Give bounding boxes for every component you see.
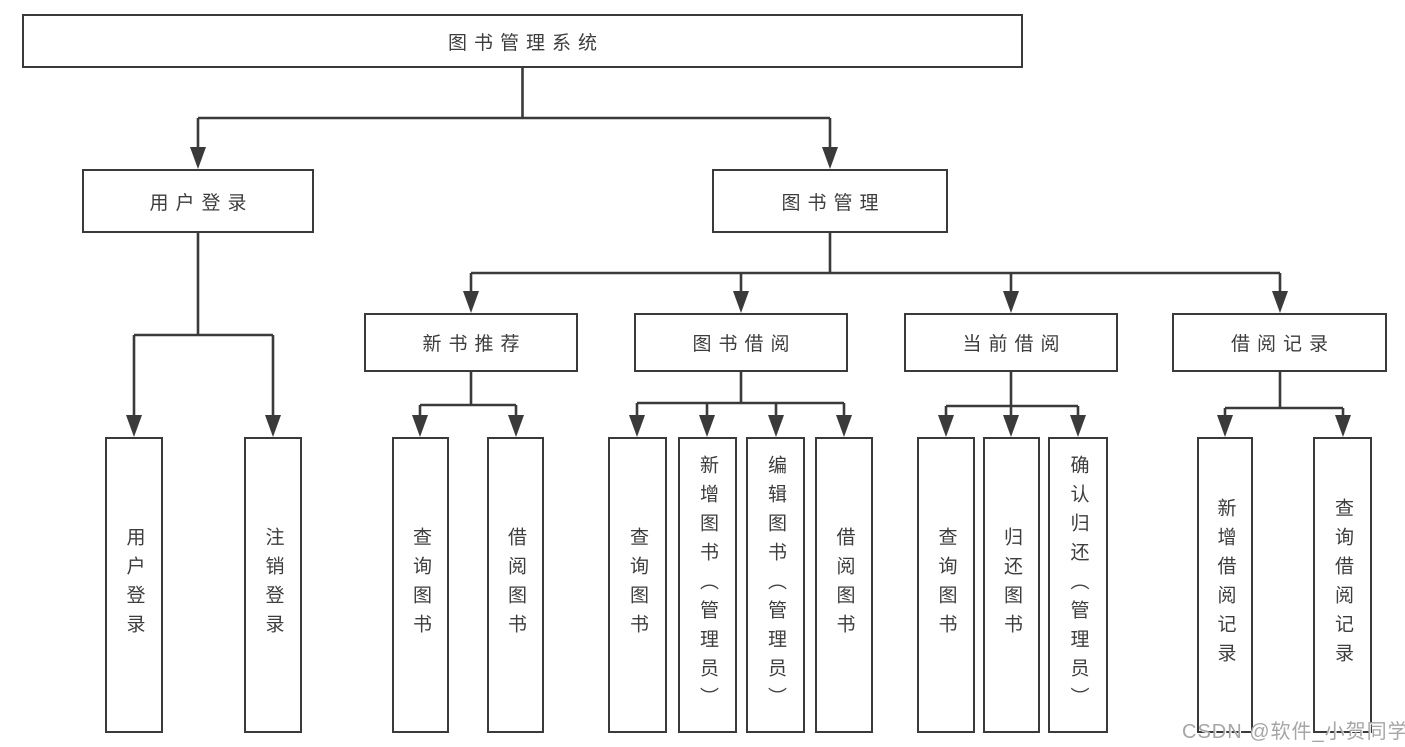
leaf-edit-book-admin: 编辑图书（管理员） xyxy=(746,437,805,733)
leaf-label: 查询借阅记录 xyxy=(1332,498,1353,672)
node-user-login: 用户登录 xyxy=(82,169,314,233)
leaf-label: 借阅图书 xyxy=(833,527,855,643)
leaf-label: 新增借阅记录 xyxy=(1214,498,1236,672)
leaf-query-books-borrow: 查询图书 xyxy=(608,437,667,733)
leaf-label: 归还图书 xyxy=(1001,527,1022,643)
node-book-management: 图书管理 xyxy=(712,169,948,233)
watermark: CSDN @软件_小贺同学 xyxy=(1182,721,1405,743)
leaf-label: 查询图书 xyxy=(627,527,648,643)
leaf-label: 确认归还（管理员） xyxy=(1067,454,1089,716)
leaf-borrow-books-recommend: 借阅图书 xyxy=(487,437,544,733)
leaf-label: 新增图书（管理员） xyxy=(697,454,718,716)
node-new-book-recommend: 新书推荐 xyxy=(364,313,578,372)
node-library-system: 图书管理系统 xyxy=(22,14,1023,68)
node-borrow-records: 借阅记录 xyxy=(1172,313,1387,372)
node-current-borrow: 当前借阅 xyxy=(904,313,1118,372)
leaf-confirm-return-admin: 确认归还（管理员） xyxy=(1048,437,1108,733)
leaf-label: 用户登录 xyxy=(123,527,145,643)
leaf-query-books-current: 查询图书 xyxy=(917,437,975,733)
node-book-borrow: 图书借阅 xyxy=(634,313,848,372)
leaf-label: 借阅图书 xyxy=(505,527,526,643)
leaf-label: 编辑图书（管理员） xyxy=(765,454,786,716)
leaf-label: 注销登录 xyxy=(262,527,284,643)
leaf-label: 查询图书 xyxy=(935,527,957,643)
leaf-logout-login: 注销登录 xyxy=(244,437,302,733)
leaf-query-books-recommend: 查询图书 xyxy=(392,437,449,733)
leaf-add-book-admin: 新增图书（管理员） xyxy=(678,437,737,733)
leaf-borrow-book: 借阅图书 xyxy=(815,437,873,733)
leaf-add-borrow-record: 新增借阅记录 xyxy=(1197,437,1253,733)
leaf-label: 查询图书 xyxy=(410,527,431,643)
leaf-return-book: 归还图书 xyxy=(983,437,1040,733)
leaf-query-borrow-record: 查询借阅记录 xyxy=(1313,437,1372,733)
leaf-user-login: 用户登录 xyxy=(105,437,163,733)
